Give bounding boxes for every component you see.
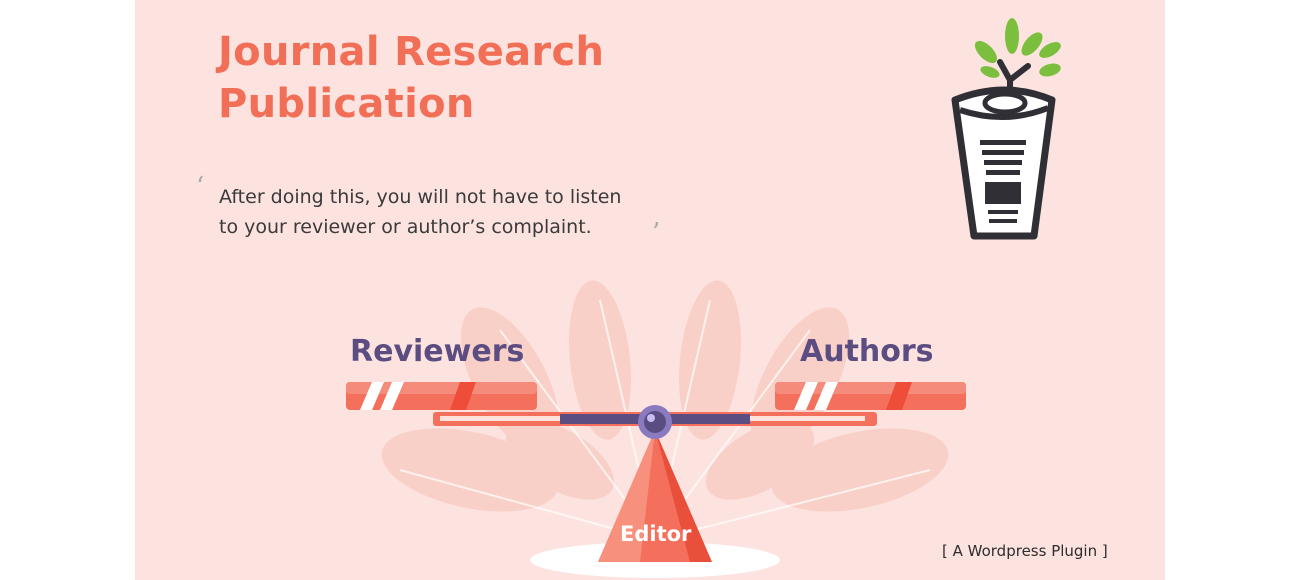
title-line-2: Publication (218, 81, 475, 127)
authors-label: Authors (800, 334, 934, 369)
reviewers-platform (346, 382, 537, 410)
quote-open-mark: ‘ (196, 172, 205, 202)
reviewers-label: Reviewers (350, 334, 525, 369)
page-title: Journal Research Publication (218, 26, 604, 130)
newspaper-sprout-icon (951, 18, 1061, 240)
quote-close-mark: ’ (652, 218, 661, 248)
quote-line-1: After doing this, you will not have to l… (219, 186, 622, 208)
title-line-1: Journal Research (218, 29, 605, 75)
plugin-tag: [ A Wordpress Plugin ] (942, 542, 1108, 560)
editor-fulcrum (598, 405, 712, 562)
quote-line-2: to your reviewer or author’s complaint. (219, 216, 592, 238)
editor-label: Editor (620, 522, 692, 546)
tagline-quote: After doing this, you will not have to l… (219, 182, 699, 242)
authors-platform (775, 382, 966, 410)
